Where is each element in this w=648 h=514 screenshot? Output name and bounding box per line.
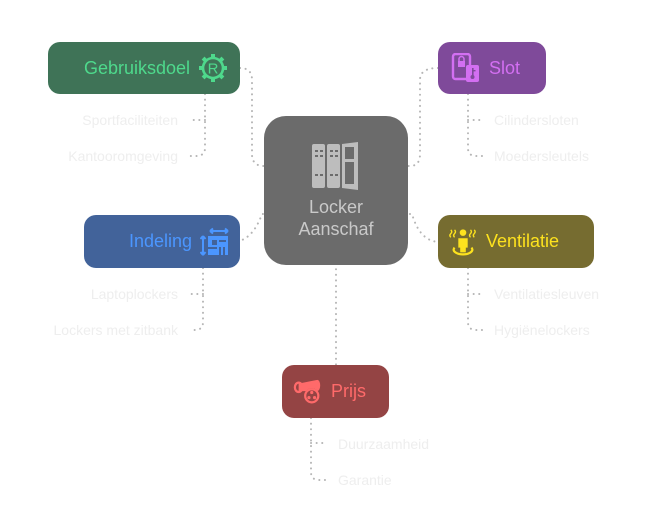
leaf-hygienelockers: Hygiënelockers [494, 322, 590, 338]
leaf-lockers-met-zitbank: Lockers met zitbank [53, 322, 179, 338]
leaf-cilindersloten: Cilindersloten [494, 112, 579, 128]
registered-gear-icon: R [198, 53, 228, 83]
link-slot [395, 67, 439, 167]
link-leaf-ventilatie [467, 267, 483, 331]
branch-label: Prijs [331, 381, 366, 401]
branch-label: Gebruiksdoel [83, 57, 190, 78]
layout-dimensions-icon [200, 227, 230, 257]
link-leaf-cilindersloten [467, 93, 483, 157]
link-leaf-prijs [310, 417, 326, 481]
locker-icon [312, 141, 358, 190]
link-leaf-sportfaciliteiten [189, 93, 206, 157]
branch-indeling[interactable]: Indeling [84, 215, 240, 268]
person-steam-icon [448, 227, 478, 257]
phone-lock-key-icon [451, 53, 481, 83]
link-indeling [231, 213, 277, 243]
leaf-kantooromgeving: Kantooromgeving [68, 148, 178, 164]
branch-prijs[interactable]: Prijs [282, 365, 389, 418]
cannon-icon [293, 377, 323, 407]
link-leaf-indeling [189, 267, 204, 331]
leaf-garantie: Garantie [338, 472, 392, 488]
branch-slot[interactable]: Slot [438, 42, 546, 94]
leaf-laptoplockers: Laptoplockers [90, 286, 178, 302]
leaf-moedersleutels: Moedersleutels [494, 148, 589, 164]
branch-label: Slot [489, 57, 521, 78]
branch-label: Ventilatie [486, 231, 560, 251]
branch-gebruiksdoel[interactable]: Gebruiksdoel R [48, 42, 240, 94]
svg-text:R: R [208, 61, 219, 78]
branch-label: Indeling [128, 231, 192, 251]
leaf-sportfaciliteiten: Sportfaciliteiten [82, 112, 178, 128]
central-topic-title: Locker Aanschaf [298, 196, 374, 239]
leaf-duurzaamheid: Duurzaamheid [338, 436, 430, 452]
link-ventilatie [395, 213, 441, 243]
leaf-ventilatiesleuven: Ventilatiesleuven [494, 286, 600, 302]
central-topic-node[interactable]: Locker Aanschaf [264, 116, 408, 265]
branch-ventilatie[interactable]: Ventilatie [438, 215, 594, 268]
